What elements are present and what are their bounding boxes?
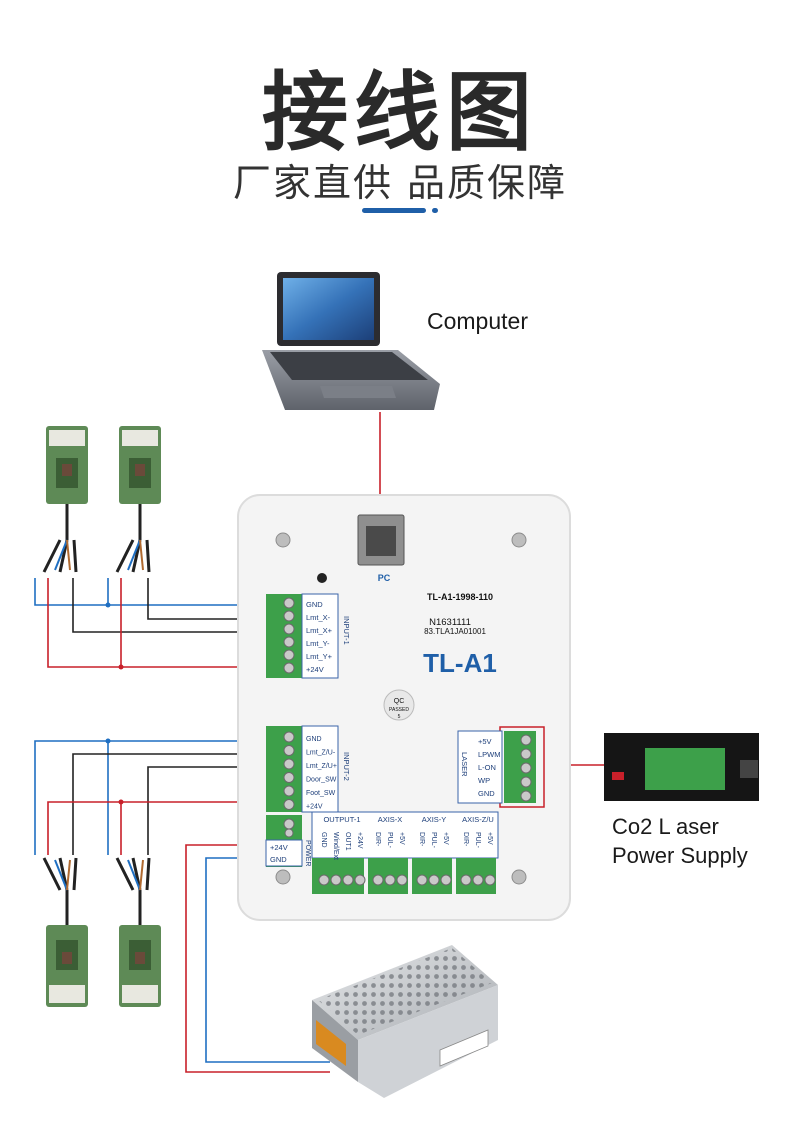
terminal-screw <box>354 874 366 886</box>
input1-pin-label: +24V <box>306 665 324 674</box>
switching-power-supply <box>312 945 498 1098</box>
terminal-screw <box>283 745 295 756</box>
terminal-screw <box>283 758 295 770</box>
limit-sensor-top-left <box>42 426 88 573</box>
title-underline-dot <box>432 208 438 213</box>
wires <box>34 412 604 1073</box>
output-group-title: AXIS-Y <box>422 815 447 824</box>
terminal-screw <box>283 799 295 810</box>
board-part-number: 83.TLA1JA01001 <box>424 627 486 636</box>
terminal-screw <box>520 790 532 802</box>
output-pin-label: OUT1 <box>344 832 351 851</box>
output-pin-label: +5V <box>398 832 405 845</box>
terminal-screw <box>342 874 354 886</box>
terminal-screw <box>520 776 532 788</box>
input1-pin-label: GND <box>306 600 323 609</box>
terminal-screw <box>460 874 472 886</box>
power-pin-label: +24V <box>270 843 288 852</box>
laser-pin-label: WP <box>478 776 490 785</box>
terminal-screw <box>283 623 295 635</box>
output-pin-label: PUL- <box>430 832 437 849</box>
laser-power-supply-device <box>604 733 759 801</box>
output-group-title: OUTPUT-1 <box>323 815 360 824</box>
laser-title: LASER <box>460 752 469 777</box>
power-title: POWER <box>304 840 311 866</box>
limit-sensor-bottom-left <box>42 857 88 1007</box>
laser-pin-label: L-ON <box>478 763 496 772</box>
title-underline <box>362 208 426 213</box>
input1-title: INPUT-1 <box>342 616 351 645</box>
laser-pin-label: GND <box>478 789 495 798</box>
board-serial: N1631111 <box>429 617 471 628</box>
terminal-screw <box>283 785 295 797</box>
terminal-screw <box>520 762 532 774</box>
terminal-screw <box>428 874 440 886</box>
input1-pin-label: Lmt_Y+ <box>306 652 333 661</box>
page-title: 接线图 <box>262 63 538 163</box>
output-pin-label: +5V <box>486 832 493 845</box>
limit-sensor-bottom-right <box>115 857 161 1007</box>
terminal-screw <box>283 610 295 622</box>
input2-title: INPUT-2 <box>342 752 351 781</box>
input1-pin-label: Lmt_X- <box>306 613 331 622</box>
power-supply-label: Co2 L aser Power Supply <box>612 814 748 868</box>
input2-pin-label: Door_SW <box>306 777 337 784</box>
output-pin-label: +5V <box>442 832 449 845</box>
laptop-icon <box>262 272 440 410</box>
terminal-screw <box>283 731 295 743</box>
terminal-screw <box>283 597 295 609</box>
terminal-screw <box>330 874 342 886</box>
qc-passed: PASSED <box>389 707 409 713</box>
output-pin-label: DIR- <box>374 832 381 847</box>
input1-terminal <box>266 593 339 679</box>
terminal-screw <box>283 636 295 648</box>
laser-pin-label: LPWM <box>478 750 501 759</box>
input1-pin-label: Lmt_X+ <box>306 626 333 635</box>
output-pin-label: PUL- <box>474 832 481 849</box>
terminal-screw <box>484 874 496 886</box>
terminal-screw <box>520 748 532 760</box>
terminal-screw <box>318 874 330 886</box>
output-group-title: AXIS-Z/U <box>462 815 494 824</box>
input2-pin-label: GND <box>306 736 322 743</box>
output-pin-label: DIR- <box>462 832 469 847</box>
terminal-screw <box>440 874 452 886</box>
input2-pin-label: Foot_SW <box>306 790 336 797</box>
terminal-screw <box>283 818 295 830</box>
output-pin-label: +24V <box>356 832 363 849</box>
terminal-screw <box>284 828 294 838</box>
laser-terminal <box>457 726 545 808</box>
terminal-screw <box>283 772 295 783</box>
board-name: TL-A1 <box>423 648 497 678</box>
input2-terminal <box>266 725 339 813</box>
computer-label: Computer <box>427 308 528 334</box>
terminal-screw <box>472 874 484 886</box>
qc-label: QC <box>394 698 405 705</box>
terminal-screw <box>372 874 384 886</box>
output-group-title: AXIS-X <box>378 815 403 824</box>
terminal-screw <box>283 649 295 661</box>
pc-port-label: PC <box>378 573 391 583</box>
input2-pin-label: Lmt_Z/U+ <box>306 763 337 770</box>
terminal-screw <box>283 662 295 674</box>
power-pin-label: GND <box>270 855 287 864</box>
limit-sensor-top-right <box>115 426 161 573</box>
page-subtitle: 厂家直供 品质保障 <box>232 161 568 205</box>
input2-pin-label: Lmt_Z/U- <box>306 750 336 757</box>
output-pin-label: PUL- <box>386 832 393 849</box>
output-pin-label: DIR- <box>418 832 425 847</box>
output-pin-label: GND <box>320 832 327 848</box>
qc-number: 5 <box>398 714 401 720</box>
output-pin-label: Wind/Ext <box>332 832 339 860</box>
input1-pin-label: Lmt_Y- <box>306 639 330 648</box>
board-model-code: TL-A1-1998-110 <box>427 592 493 602</box>
input2-pin-label: +24V <box>306 804 323 811</box>
terminal-screw <box>396 874 408 886</box>
laser-pin-label: +5V <box>478 737 492 746</box>
terminal-screw <box>520 734 532 746</box>
terminal-screw <box>416 874 428 886</box>
terminal-screw <box>384 874 396 886</box>
